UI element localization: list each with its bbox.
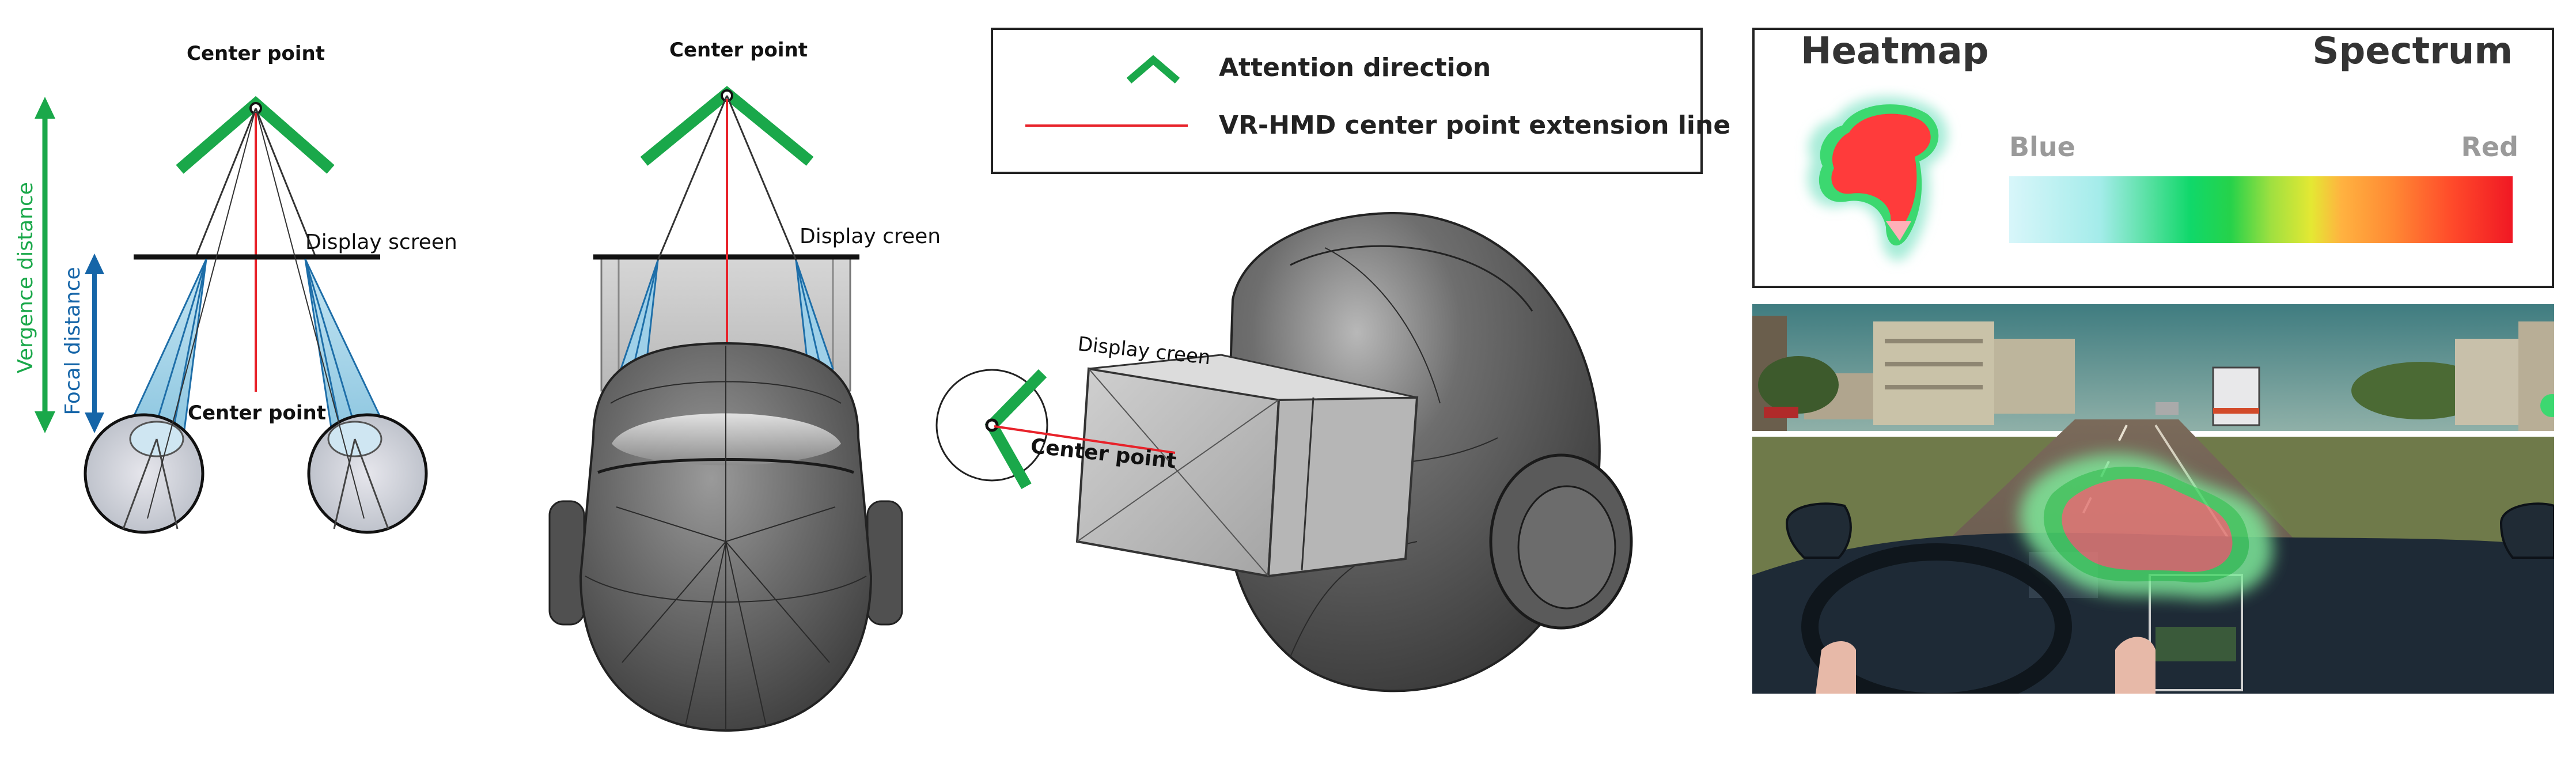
legend-box: Attention direction VR-HMD center point … — [991, 28, 1730, 174]
heatmap-blob-sample — [1808, 96, 1948, 261]
vergence-distance-arrow — [35, 97, 55, 433]
display-screen-label: Display screen — [305, 230, 457, 254]
side-attention-circle — [935, 369, 1048, 482]
focal-distance-arrow — [85, 253, 104, 433]
driving-scene-illustration — [1752, 304, 2554, 694]
helmet-side-view: Display creen Center point — [935, 211, 1633, 692]
center-point-mid-label: Center point — [188, 402, 326, 425]
left-eye — [84, 413, 204, 534]
spectrum-gradient-bar — [2009, 176, 2513, 243]
driving-scene-photo — [1752, 304, 2554, 694]
spectrum-red-label: Red — [2461, 131, 2518, 162]
heatmap-legend-box: Heatmap Spectrum Blue Red — [1752, 28, 2554, 288]
legend-item-attention: Attention direction — [993, 47, 1491, 88]
spectrum-blue-label: Blue — [2009, 131, 2075, 162]
helmet-front-view: Center point Display creen — [548, 39, 941, 732]
center-point-top-label: Center point — [187, 42, 325, 65]
vergence-distance-label: Vergence distance — [14, 182, 37, 373]
extension-line-swatch — [1025, 124, 1188, 127]
focal-distance-label: Focal distance — [61, 267, 85, 415]
legend-item-extension-line: VR-HMD center point extension line — [993, 111, 1730, 140]
spectrum-title: Spectrum — [2312, 30, 2513, 73]
front-center-point-label: Center point — [669, 39, 808, 62]
attention-direction-label: Attention direction — [1219, 52, 1491, 82]
front-display-screen-label: Display creen — [800, 225, 941, 248]
extension-line-label: VR-HMD center point extension line — [1219, 111, 1731, 140]
vergence-focal-diagram: Vergence distance Focal distance Center … — [14, 42, 457, 534]
heatmap-title: Heatmap — [1801, 30, 1989, 73]
right-eye — [307, 413, 428, 534]
attention-direction-icon — [1126, 55, 1180, 84]
